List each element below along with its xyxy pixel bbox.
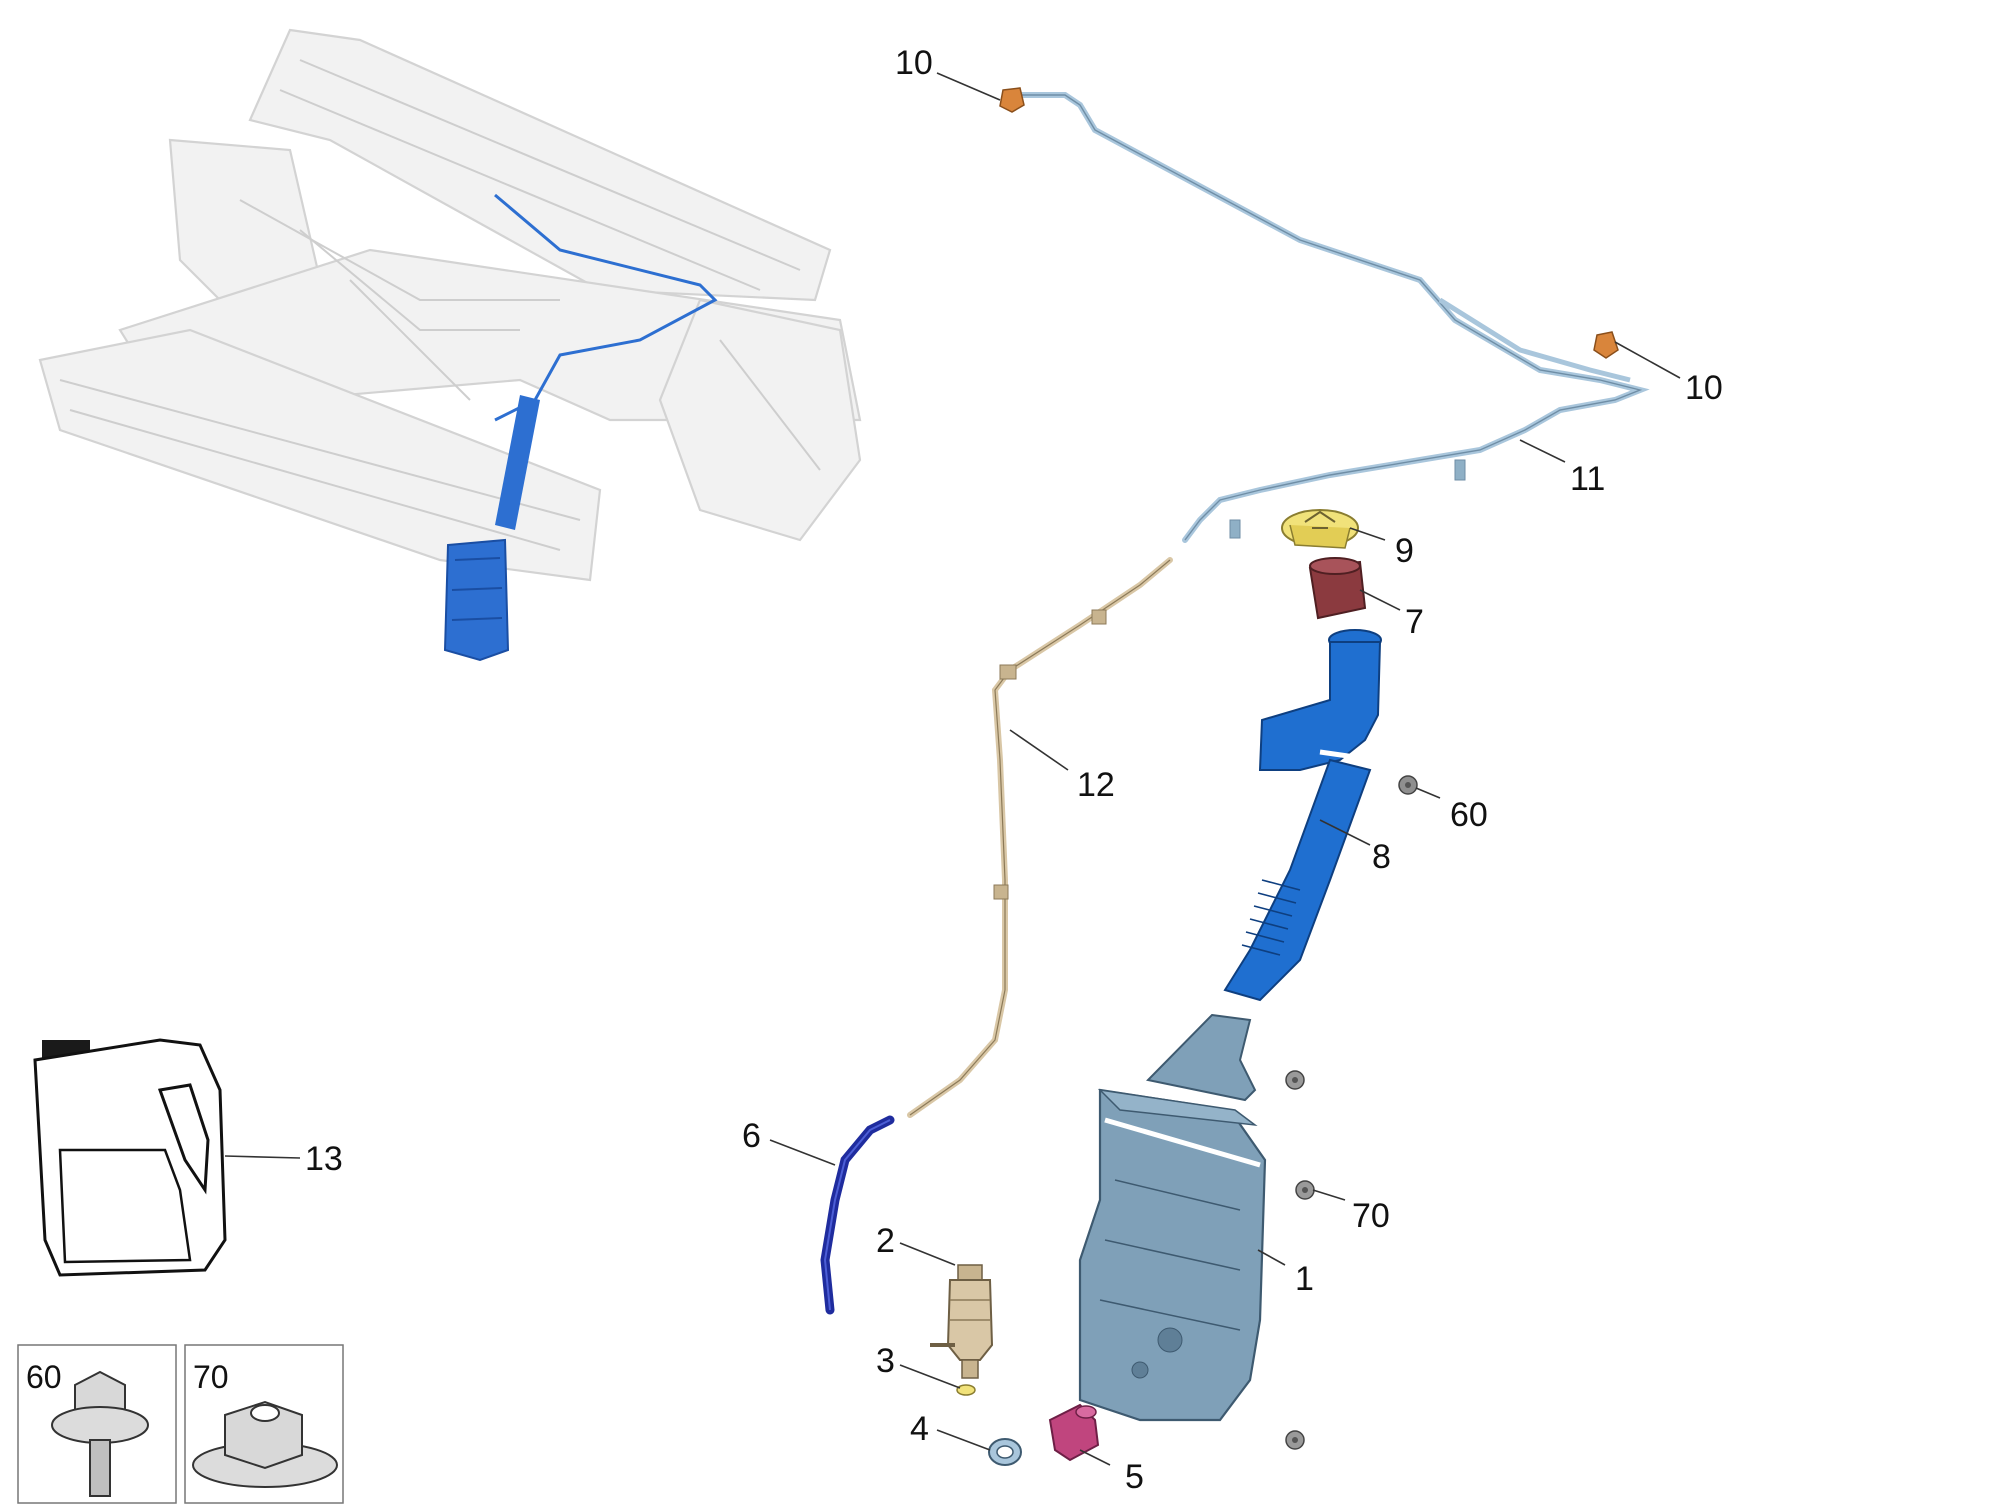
callout-12-hose: 12: [1077, 766, 1115, 804]
washer-hose-6: [820, 1115, 895, 1315]
washer-nozzle-left: [999, 87, 1025, 113]
filler-neck-corrugation: [1241, 879, 1301, 956]
callout-3-pump-seal: 3: [876, 1342, 895, 1380]
callout-9-filler-cap: 9: [1395, 532, 1414, 570]
callout-60-bolt: 60: [1450, 796, 1488, 834]
callout-70-nut: 70: [1352, 1197, 1390, 1235]
nut-70-in-diagram-c: [1285, 1430, 1305, 1450]
pump-seal-3: [956, 1384, 976, 1396]
callout-5-grommet: 5: [1125, 1458, 1144, 1496]
callout-11-washer-pipe: 11: [1570, 460, 1605, 498]
callout-4-ring: 4: [910, 1410, 929, 1448]
washer-reservoir-1: [1078, 1013, 1267, 1422]
callout-13-fluid-can: 13: [305, 1140, 343, 1178]
filler-cap-9: [1281, 509, 1359, 549]
ghosted-vehicle-structure: [38, 28, 862, 582]
bolt-60-in-diagram: [1398, 775, 1418, 795]
callout-10-nozzle-right: 10: [1685, 369, 1723, 407]
washer-pipe-11: [1012, 92, 1650, 543]
nut-70-in-diagram-b: [1295, 1180, 1315, 1200]
vehicle-front-context-view: [38, 28, 862, 662]
washer-nozzle-right: [1593, 331, 1619, 359]
callout-2-pump: 2: [876, 1222, 895, 1260]
filler-neck-8: [1223, 629, 1382, 1002]
callout-7-seal: 7: [1405, 603, 1424, 641]
callout-1-reservoir: 1: [1295, 1260, 1314, 1298]
callout-6-hose: 6: [742, 1117, 761, 1155]
filler-seal-7: [1308, 557, 1367, 620]
washer-hose-12: [907, 557, 1173, 1118]
fastener-box-60-label: 60: [26, 1359, 62, 1395]
callout-labels: 10 10 11 9 7 12 60 8 6 70 2 1 3 4 5 13: [305, 44, 1723, 1496]
fastener-box-60: 60: [17, 1344, 177, 1504]
callout-8-filler-neck: 8: [1372, 838, 1391, 876]
context-washer-system-highlight: [443, 193, 718, 662]
washer-fluid-can-13: [33, 1038, 227, 1277]
nut-70-in-diagram-a: [1285, 1070, 1305, 1090]
fastener-box-70-label: 70: [193, 1359, 229, 1395]
grommet-ring-4: [988, 1438, 1022, 1466]
washer-pump-2: [930, 1264, 994, 1379]
grommet-5: [1048, 1403, 1100, 1462]
fastener-box-70: 70: [184, 1344, 344, 1504]
leader-lines: [224, 72, 1681, 1466]
callout-10-nozzle-left: 10: [895, 44, 933, 82]
